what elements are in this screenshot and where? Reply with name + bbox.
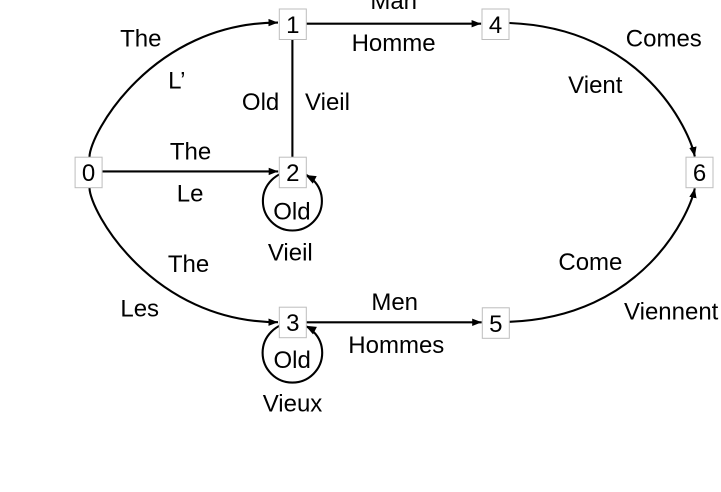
svg-text:Hommes: Hommes (348, 332, 444, 359)
svg-text:Le: Le (177, 180, 204, 207)
svg-text:Les: Les (120, 296, 159, 323)
svg-text:Vieil: Vieil (305, 89, 350, 116)
svg-text:3: 3 (286, 310, 299, 337)
svg-text:The: The (170, 138, 211, 165)
svg-text:0: 0 (82, 160, 95, 187)
svg-text:Old: Old (274, 347, 311, 374)
svg-text:Vieux: Vieux (263, 391, 323, 418)
svg-text:Homme: Homme (352, 30, 436, 57)
svg-text:Old: Old (273, 198, 310, 225)
svg-text:Viennent: Viennent (624, 299, 719, 326)
svg-text:The: The (168, 251, 209, 278)
svg-text:6: 6 (693, 160, 706, 187)
svg-text:The: The (120, 26, 161, 53)
svg-text:Man: Man (370, 0, 417, 15)
svg-text:1: 1 (286, 12, 299, 39)
svg-text:Come: Come (558, 249, 622, 276)
svg-text:Old: Old (242, 89, 279, 116)
svg-text:5: 5 (489, 311, 502, 338)
svg-text:Vieil: Vieil (268, 240, 313, 267)
svg-text:Vient: Vient (568, 72, 623, 99)
svg-text:Comes: Comes (626, 25, 702, 52)
svg-text:Men: Men (371, 289, 418, 316)
svg-text:4: 4 (489, 12, 502, 39)
svg-text:2: 2 (286, 160, 299, 187)
svg-text:L’: L’ (168, 68, 185, 95)
